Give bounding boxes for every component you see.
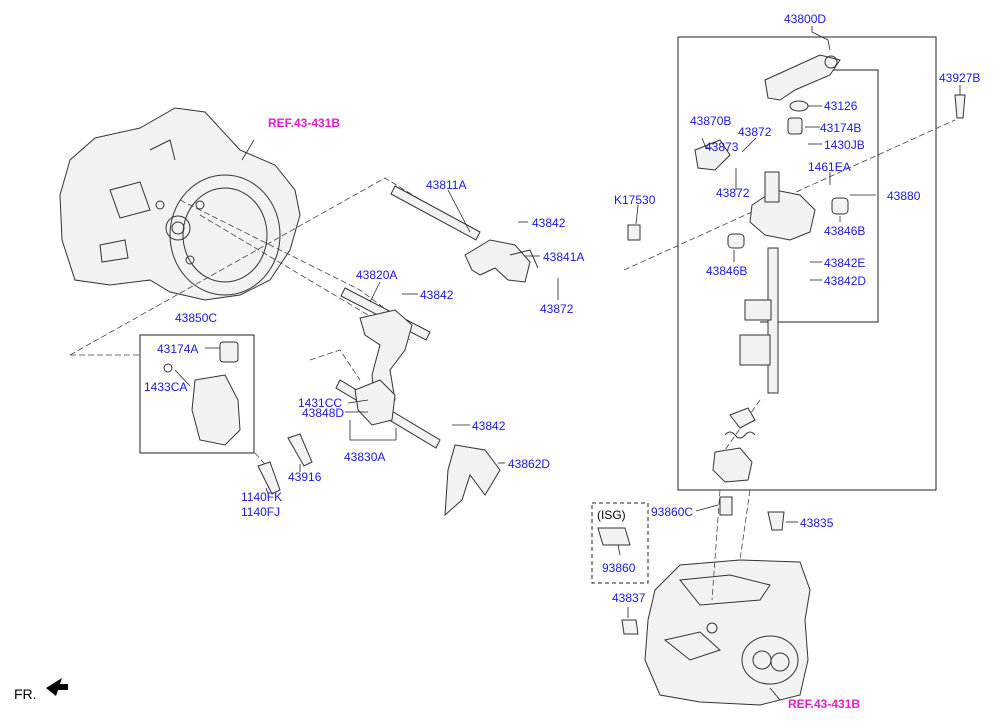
- part-43872-b[interactable]: 43872: [716, 186, 750, 200]
- part-43927B[interactable]: 43927B: [939, 71, 981, 85]
- seal-43126: [789, 100, 809, 112]
- part-43174A[interactable]: 43174A: [157, 342, 199, 356]
- ref-label-top[interactable]: REF.43-431B: [268, 116, 341, 130]
- part-1140FJ[interactable]: 1140FJ: [241, 505, 281, 519]
- part-43872-a[interactable]: 43872: [738, 125, 772, 139]
- part-43846B-a[interactable]: 43846B: [824, 224, 866, 238]
- bracket-lower: [712, 447, 753, 483]
- part-93860[interactable]: 93860: [602, 561, 636, 575]
- part-43862D[interactable]: 43862D: [508, 457, 551, 471]
- part-43842-a[interactable]: 43842: [532, 216, 566, 230]
- shift-shaft: [739, 247, 779, 394]
- shift-lug-43841A: [464, 239, 539, 283]
- boot-43846B-a: [831, 197, 849, 215]
- part-43835[interactable]: 43835: [800, 516, 834, 530]
- part-43126[interactable]: 43126: [824, 99, 858, 113]
- bolt-43927B: [954, 94, 966, 119]
- bushing-43174B: [787, 117, 803, 135]
- assembly-box-43850C: [139, 334, 255, 454]
- part-1430JB[interactable]: 1430JB: [824, 138, 865, 152]
- part-43841A[interactable]: 43841A: [543, 250, 585, 264]
- shift-fork-43848D: [354, 379, 396, 426]
- plug-43835: [767, 511, 785, 531]
- part-43850C[interactable]: 43850C: [175, 311, 218, 325]
- part-43811A[interactable]: 43811A: [426, 178, 467, 192]
- assembly-box-43800D: [677, 36, 937, 491]
- part-43842E[interactable]: 43842E: [824, 256, 866, 270]
- bracket-43870B: [694, 139, 731, 171]
- part-43830A[interactable]: 43830A: [344, 450, 386, 464]
- part-43873[interactable]: 43873: [705, 140, 739, 154]
- transmission-housing-bottom: [644, 559, 811, 706]
- part-1431CC[interactable]: 1431CC: [298, 396, 343, 410]
- control-lever-43800D: [764, 54, 841, 101]
- plug-43837: [621, 619, 639, 635]
- ref-label-bottom[interactable]: REF.43-431B: [788, 697, 861, 711]
- part-1433CA[interactable]: 1433CA: [144, 380, 188, 394]
- sensor-93860: [597, 527, 631, 546]
- part-1140FK[interactable]: 1140FK: [241, 490, 283, 504]
- part-43842-b[interactable]: 43842: [420, 288, 454, 302]
- part-43800D[interactable]: 43800D: [784, 12, 827, 26]
- part-1461EA[interactable]: 1461EA: [808, 160, 851, 174]
- front-direction-label: FR.: [14, 686, 37, 702]
- shaft-43811A: [390, 185, 481, 241]
- part-43842D[interactable]: 43842D: [824, 274, 867, 288]
- part-93860C[interactable]: 93860C: [651, 505, 694, 519]
- bolt-1140FK: [257, 461, 281, 495]
- sensor-93860C: [719, 496, 733, 516]
- part-43848D[interactable]: 43848D: [302, 406, 345, 420]
- detent-plate: [729, 407, 756, 429]
- boot-43846B-b: [727, 233, 745, 249]
- housing-43880: [749, 171, 816, 241]
- part-43880[interactable]: 43880: [887, 189, 921, 203]
- spring: [724, 431, 756, 439]
- isg-box: [591, 502, 649, 584]
- part-43820A[interactable]: 43820A: [356, 268, 398, 282]
- part-43837[interactable]: 43837: [612, 591, 646, 605]
- part-43916[interactable]: 43916: [288, 470, 322, 484]
- shift-fork-43862D: [444, 444, 501, 517]
- part-43872-c[interactable]: 43872: [540, 302, 574, 316]
- part-43174B[interactable]: 43174B: [820, 121, 862, 135]
- bolt-43916: [287, 433, 313, 467]
- bracket-43850C: [163, 341, 241, 446]
- front-arrow-icon: [46, 678, 68, 696]
- transmission-housing-top: [59, 107, 301, 301]
- part-43842-c[interactable]: 43842: [472, 419, 506, 433]
- isg-label: (ISG): [597, 508, 626, 522]
- shift-fork-43820: [359, 309, 413, 406]
- part-43870B[interactable]: 43870B: [690, 114, 732, 128]
- part-K17530[interactable]: K17530: [614, 193, 656, 207]
- part-43846B-b[interactable]: 43846B: [706, 264, 748, 278]
- plug-K17530: [627, 224, 641, 241]
